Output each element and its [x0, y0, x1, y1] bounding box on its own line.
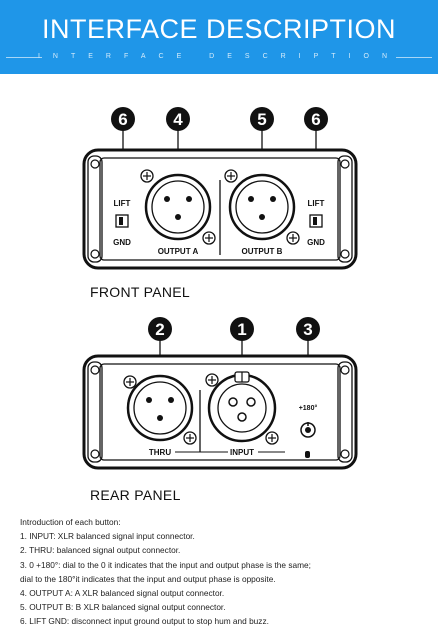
- phase-label: +180°: [299, 404, 318, 412]
- description-line: 2. THRU: balanced signal output connecto…: [20, 545, 181, 556]
- lift-label-left: LIFT: [114, 199, 131, 208]
- description-heading: Introduction of each button:: [20, 517, 121, 527]
- page-subtitle: INTERFACE DESCRIPTION: [37, 53, 401, 60]
- output-b-connector: [228, 173, 296, 241]
- gnd-label-left: GND: [113, 238, 131, 247]
- callout-3-number: 3: [303, 320, 312, 339]
- callout-6-right-number: 6: [311, 110, 320, 129]
- callout-2-number: 2: [155, 320, 164, 339]
- callout-5: 5: [250, 107, 274, 131]
- output-a-connector: [144, 173, 212, 241]
- callout-6-left-number: 6: [118, 110, 127, 129]
- output-a-label: OUTPUT A: [158, 247, 199, 256]
- lift-switch-left: [115, 214, 129, 228]
- callout-4: 4: [166, 107, 190, 131]
- callout-1: 1: [230, 317, 254, 341]
- callout-4-number: 4: [173, 110, 183, 129]
- callout-6-right: 6: [304, 107, 328, 131]
- subtitle-rule-right: [396, 57, 432, 58]
- rear-panel-title: REAR PANEL: [90, 487, 181, 503]
- callout-5-number: 5: [257, 110, 266, 129]
- page-title: INTERFACE DESCRIPTION: [41, 14, 397, 44]
- led-indicator: [305, 451, 310, 458]
- description-line: 3. 0 +180°: dial to the 0 it indicates t…: [20, 559, 311, 570]
- callout-2: 2: [148, 317, 172, 341]
- lift-switch-right: [309, 214, 323, 228]
- output-b-label: OUTPUT B: [242, 247, 283, 256]
- callout-3: 3: [296, 317, 320, 341]
- description-line: dial to the 180°it indicates that the in…: [20, 573, 276, 584]
- description-line: 5. OUTPUT B: B XLR balanced signal outpu…: [20, 602, 226, 613]
- input-connector: [207, 371, 277, 443]
- header-banner: INTERFACE DESCRIPTION INTERFACE DESCRIPT…: [0, 0, 438, 74]
- description-line: 4. OUTPUT A: A XLR balanced signal outpu…: [20, 588, 225, 599]
- description-line: 1. INPUT: XLR balanced signal input conn…: [20, 531, 195, 542]
- front-panel-diagram: LIFT GND OUTPUT A OUTPUT B LIFT GND 6 4 …: [82, 107, 358, 270]
- callout-6-left: 6: [111, 107, 135, 131]
- callout-1-number: 1: [237, 320, 246, 339]
- front-panel-title: FRONT PANEL: [90, 284, 191, 300]
- subtitle-rule-left: [6, 57, 42, 58]
- button-description: Introduction of each button: 1. INPUT: X…: [20, 515, 430, 629]
- lift-label-right: LIFT: [308, 199, 325, 208]
- gnd-label-right: GND: [307, 238, 325, 247]
- input-label: INPUT: [230, 448, 254, 457]
- phase-knob: [300, 422, 316, 438]
- rear-panel-diagram: +180° THRU INPUT 2 1 3: [82, 317, 358, 470]
- thru-label: THRU: [149, 448, 171, 457]
- thru-connector: [126, 374, 194, 442]
- description-line: 6. LIFT GND: disconnect input ground out…: [20, 616, 269, 627]
